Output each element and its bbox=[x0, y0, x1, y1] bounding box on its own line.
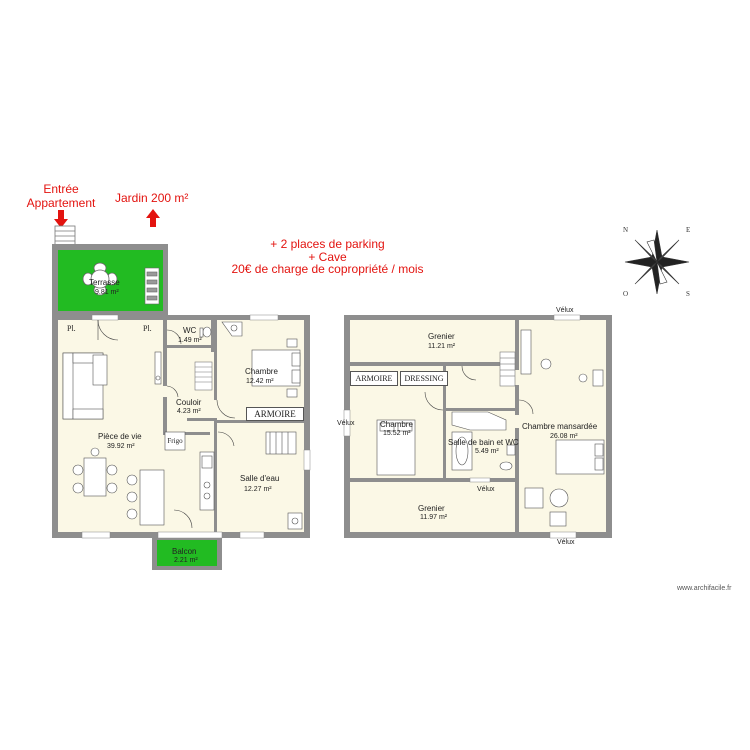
terrace-plancha-icon bbox=[144, 267, 160, 305]
room-grenier-top-area: 11.21 m² bbox=[428, 343, 456, 350]
upper-interior-walls bbox=[350, 320, 519, 532]
dining-table-icon bbox=[72, 447, 118, 497]
dressing-label: DRESSING bbox=[400, 371, 448, 386]
attic-desk-icon bbox=[524, 369, 604, 527]
entrance-label: Entrée Appartement bbox=[26, 182, 96, 210]
room-chambre-upper-area: 15.52 m² bbox=[383, 430, 411, 437]
room-chambre-mansardee-area: 26.08 m² bbox=[550, 433, 578, 440]
garden-arrow-icon bbox=[146, 209, 160, 227]
room-balcon-name: Balcon bbox=[172, 547, 197, 556]
placard-left-label: Pl. bbox=[67, 324, 76, 333]
sofa-icon bbox=[62, 352, 108, 420]
room-piece-de-vie-area: 39.92 m² bbox=[107, 443, 135, 450]
desk-icon bbox=[520, 329, 552, 375]
room-chambre-area: 12.42 m² bbox=[246, 378, 274, 385]
room-sdb-area: 5.49 m² bbox=[475, 448, 499, 455]
ground-interior-walls bbox=[163, 320, 304, 532]
room-chambre-name: Chambre bbox=[245, 367, 278, 376]
room-chambre-upper-name: Chambre bbox=[380, 420, 413, 429]
balcony-floor bbox=[157, 540, 217, 566]
svg-text:S: S bbox=[686, 290, 690, 298]
watermark: www.archifacile.fr bbox=[677, 585, 732, 592]
bedroom-bed-icon bbox=[251, 338, 301, 398]
room-terrasse-name: Terrasse bbox=[89, 278, 120, 287]
frigo-label: Frigo bbox=[167, 437, 183, 445]
bathroom-fixtures-icon bbox=[265, 431, 303, 530]
room-grenier-bottom-area: 11.97 m² bbox=[420, 514, 448, 521]
room-couloir-area: 4.23 m² bbox=[177, 408, 201, 415]
extra-parking: + 2 places de parking bbox=[270, 237, 385, 251]
extra-charges: 20€ de charge de copropriété / mois bbox=[231, 262, 424, 276]
kitchen-island-icon bbox=[126, 469, 165, 526]
compass-rose-icon: N E O S bbox=[623, 226, 690, 298]
room-wc-name: WC bbox=[183, 326, 197, 335]
extras-block: + 2 places de parking + Cave 20€ de char… bbox=[215, 238, 440, 276]
velux-bottom-label: Vélux bbox=[557, 539, 575, 546]
tv-unit-icon bbox=[154, 351, 162, 385]
room-chambre-mansardee-name: Chambre mansardée bbox=[522, 422, 598, 431]
upper-doors bbox=[424, 365, 534, 415]
armoire-ground-label: ARMOIRE bbox=[246, 407, 304, 421]
corner-cabinet-icon bbox=[221, 321, 243, 337]
upper-stairs bbox=[499, 351, 516, 387]
ground-doors bbox=[97, 319, 236, 529]
room-grenier-bottom-name: Grenier bbox=[418, 504, 445, 513]
room-terrasse-area: 9.81 m² bbox=[95, 289, 119, 296]
velux-top-label: Vélux bbox=[556, 307, 574, 314]
extra-cave: + Cave bbox=[308, 249, 347, 264]
upper-bathroom-fixtures-icon bbox=[451, 411, 516, 471]
room-salle-deau-name: Salle d'eau bbox=[240, 474, 280, 483]
room-salle-deau-area: 12.27 m² bbox=[244, 486, 272, 493]
velux-left-label: Vélux bbox=[337, 420, 355, 427]
entrance-arrow-icon bbox=[54, 210, 68, 228]
terrace-table-icon bbox=[82, 262, 118, 296]
room-grenier-top-name: Grenier bbox=[428, 332, 455, 341]
svg-text:N: N bbox=[623, 226, 628, 234]
room-balcon-area: 2.21 m² bbox=[174, 557, 198, 564]
room-wc-area: 1.49 m² bbox=[178, 337, 202, 344]
velux-middle-label: Vélux bbox=[477, 486, 495, 493]
garden-label: Jardin 200 m² bbox=[115, 191, 189, 205]
attic-bed-icon bbox=[555, 439, 605, 475]
room-couloir-name: Couloir bbox=[176, 398, 202, 407]
svg-text:E: E bbox=[686, 226, 690, 234]
armoire-upper-label: ARMOIRE bbox=[350, 371, 398, 386]
upper-bed-icon bbox=[376, 419, 416, 476]
room-sdb-name: Salle de bain et WC bbox=[448, 438, 519, 447]
placard-right-label: Pl. bbox=[143, 324, 152, 333]
entrance-stairs bbox=[54, 225, 76, 249]
upper-windows bbox=[343, 314, 581, 539]
interior-stairs bbox=[194, 361, 213, 391]
frigo-box bbox=[164, 431, 186, 451]
wc-toilet-icon bbox=[199, 326, 212, 338]
svg-text:O: O bbox=[623, 290, 628, 298]
kitchen-counter-icon bbox=[199, 451, 215, 511]
room-piece-de-vie-name: Pièce de vie bbox=[98, 432, 142, 441]
